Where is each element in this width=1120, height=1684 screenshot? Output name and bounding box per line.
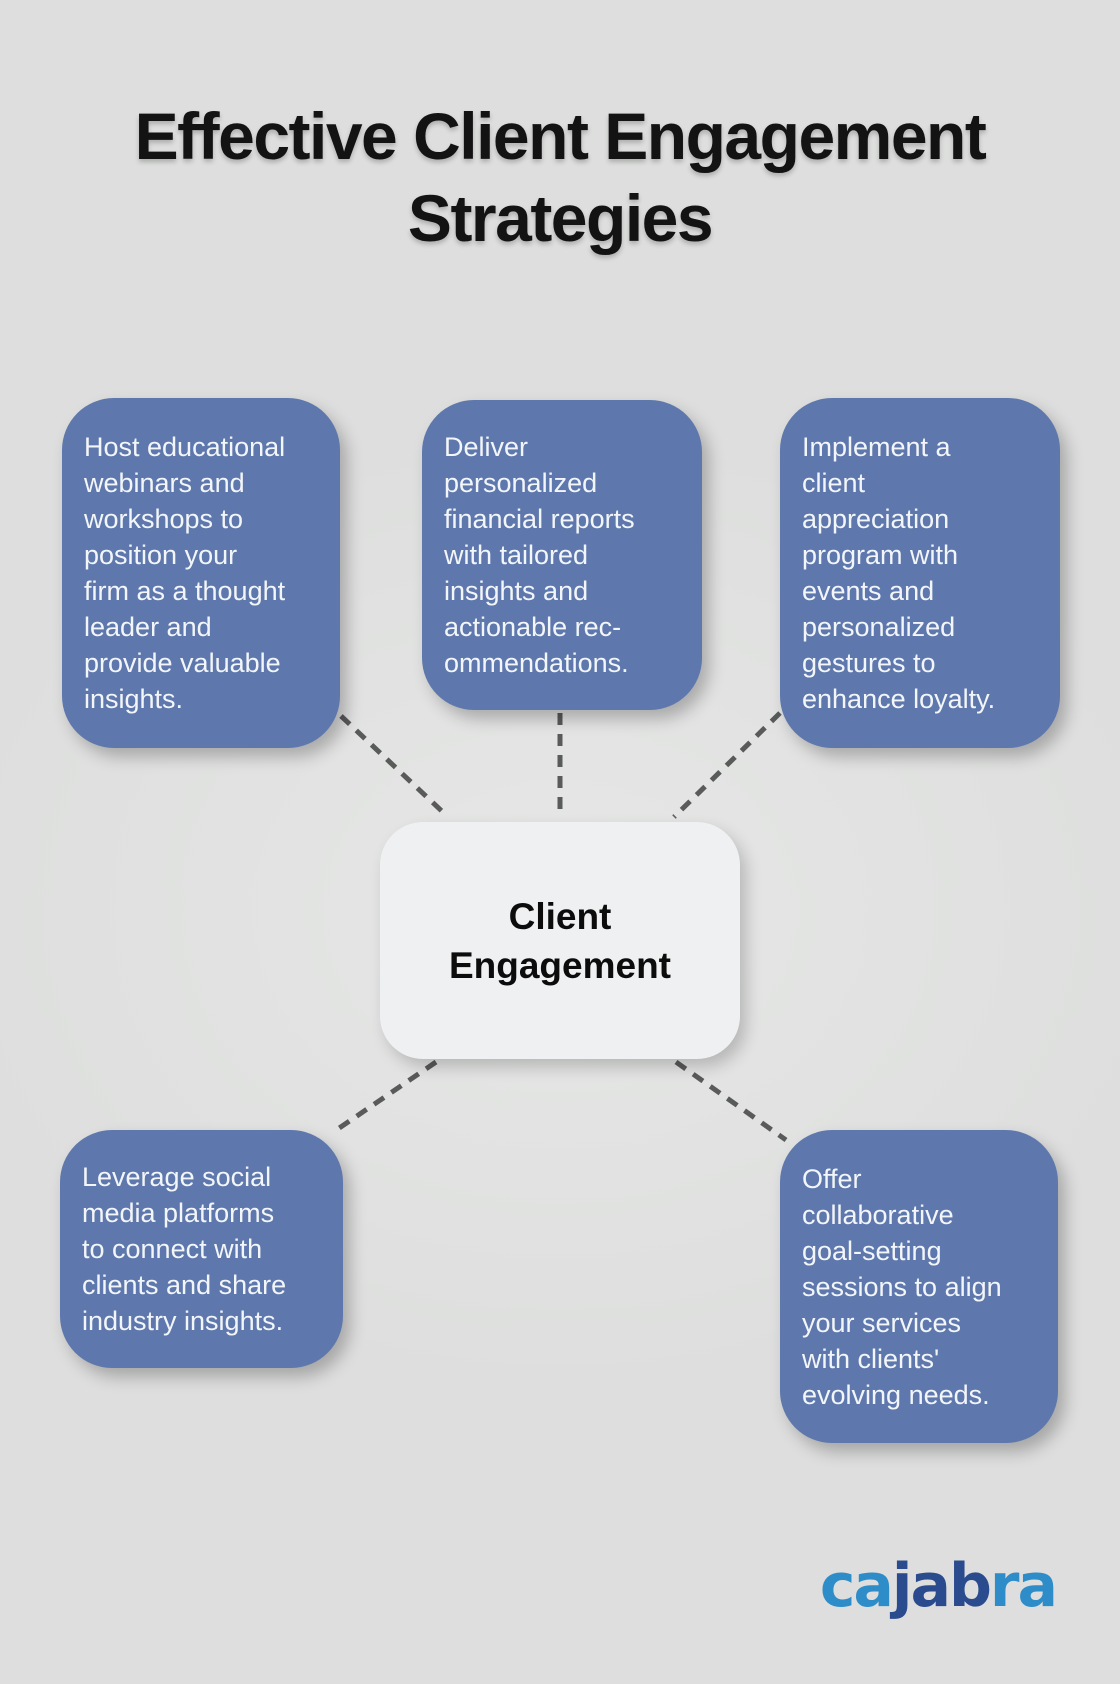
connector-top-right [672,711,782,819]
strategy-node-goal-setting: Offer collaborative goal-setting session… [780,1130,1058,1443]
connector-bottom-right [674,1059,788,1143]
page-title: Effective Client Engagement Strategies [134,99,987,255]
strategy-node-text: Deliver personalized financial reports w… [444,432,635,678]
strategy-node-social-media: Leverage social media platforms to conne… [60,1130,343,1368]
strategy-node-text: Offer collaborative goal-setting session… [802,1163,1002,1410]
connector-bottom-left [330,1059,438,1136]
strategy-node-webinars: Host educational webinars and workshops … [62,398,340,748]
cajabra-logo: cajabra [819,1547,1058,1625]
strategy-node-text: Leverage social media platforms to conne… [82,1162,287,1336]
logo-segment: ra [989,1551,1058,1621]
strategy-node-text: Implement a client appreciation program … [802,432,996,714]
strategy-node-reports: Deliver personalized financial reports w… [422,400,702,710]
connector-top-left [339,714,449,818]
strategy-node-appreciation: Implement a client appreciation program … [780,398,1060,748]
logo-segment: jab [891,1551,992,1621]
logo-segment: ca [819,1551,894,1621]
strategy-node-text: Host educational webinars and workshops … [84,432,286,714]
center-node: Client Engagement [380,822,740,1059]
center-node-label: Client Engagement [448,895,672,986]
